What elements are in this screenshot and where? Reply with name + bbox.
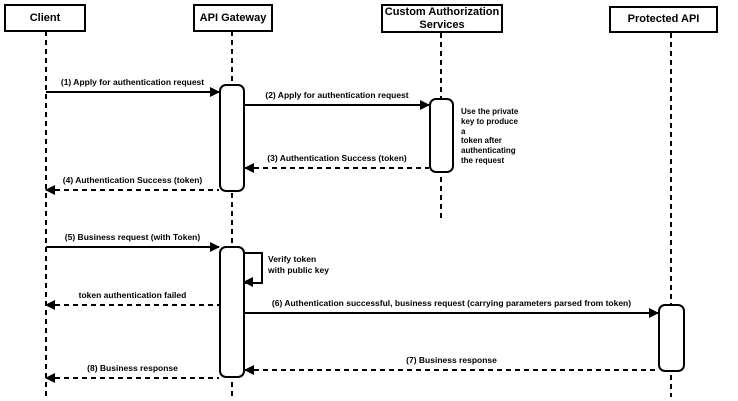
- activation-api-gateway-auth: [219, 84, 245, 192]
- participant-api-gateway: API Gateway: [193, 4, 273, 32]
- message-label: (7) Business response: [406, 355, 497, 365]
- lifeline-client: [45, 31, 47, 397]
- lifeline-protected-api: [670, 33, 672, 397]
- message-label: (5) Business request (with Token): [64, 232, 201, 242]
- participant-label: Custom Authorization Services: [384, 6, 500, 31]
- arrowhead-right-icon: [649, 308, 659, 318]
- participant-protected-api: Protected API: [609, 6, 718, 33]
- arrowhead-left-icon: [244, 163, 254, 173]
- arrowhead-left-icon: [244, 365, 254, 375]
- activation-protected-api: [658, 304, 685, 372]
- lifeline-api-gateway: [231, 31, 233, 397]
- participant-custom-authorization-services: Custom Authorization Services: [381, 4, 503, 33]
- arrowhead-right-icon: [210, 242, 220, 252]
- message-label: (4) Authentication Success (token): [62, 175, 203, 185]
- message-line: [46, 246, 219, 248]
- arrowhead-right-icon: [210, 87, 220, 97]
- message-line: [245, 369, 658, 371]
- arrowhead-left-icon: [243, 277, 253, 287]
- message-label: (8) Business response: [87, 363, 178, 373]
- message-label: (6) Authentication successful, business …: [271, 298, 632, 308]
- message-line: [46, 304, 219, 306]
- arrowhead-left-icon: [45, 373, 55, 383]
- self-message-label: Verify token with public key: [268, 254, 329, 275]
- message-label: (3) Authentication Success (token): [267, 153, 407, 163]
- message-line: [245, 312, 658, 314]
- arrowhead-right-icon: [420, 100, 430, 110]
- message-line: [245, 104, 429, 106]
- message-line: [46, 189, 219, 191]
- message-label: (2) Apply for authentication request: [265, 90, 409, 100]
- message-label: (1) Apply for authentication request: [60, 77, 205, 87]
- arrowhead-left-icon: [45, 185, 55, 195]
- note-private-key: Use the private key to produce a token a…: [461, 107, 519, 165]
- message-line: [245, 167, 429, 169]
- participant-label: Client: [29, 11, 61, 24]
- message-label: token authentication failed: [78, 290, 187, 300]
- activation-api-gateway-business: [219, 246, 245, 378]
- self-message-verify-token-loop: [243, 252, 263, 287]
- participant-label: Protected API: [627, 13, 700, 26]
- participant-label: API Gateway: [199, 11, 267, 24]
- activation-custom-authorization-services: [429, 98, 454, 173]
- arrowhead-left-icon: [45, 300, 55, 310]
- message-line: [46, 377, 219, 379]
- message-line: [46, 91, 219, 93]
- participant-client: Client: [4, 4, 86, 32]
